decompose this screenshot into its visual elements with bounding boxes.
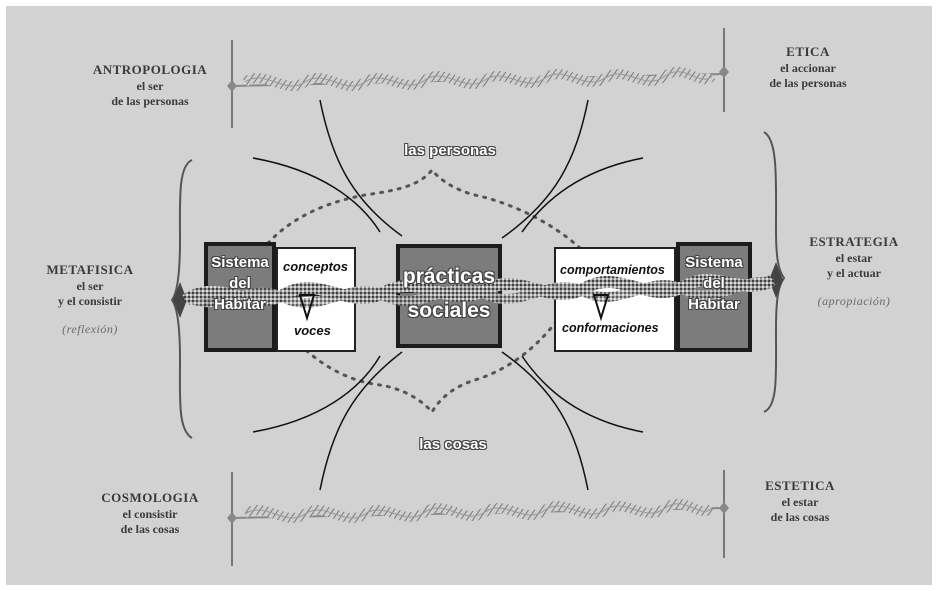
hyperbolic-curves <box>252 99 644 491</box>
bottom-rope <box>227 470 729 566</box>
right-side-label: ESTRATEGIA el estar y el actuar (apropia… <box>784 234 924 310</box>
left-system-line2: del <box>229 275 251 292</box>
top-right-label: ETICA el accionar de las personas <box>738 44 878 92</box>
center-label: prácticas sociales <box>400 260 498 328</box>
top-left-line1: el ser <box>136 78 164 93</box>
left-side-line1: el ser <box>76 278 104 293</box>
top-left-line2: de las personas <box>111 94 189 109</box>
central-rope <box>182 274 776 308</box>
right-bracket <box>763 131 786 413</box>
right-side-line1: el estar <box>835 250 873 265</box>
left-system-line3: Habitar <box>214 296 266 313</box>
left-side-paren: (reflexión) <box>62 322 118 337</box>
right-pair-bottom: conformaciones <box>562 321 659 335</box>
bottom-right-label: ESTETICA el estar de las cosas <box>730 478 870 526</box>
right-system-line3: Habitar <box>688 296 740 313</box>
bottom-right-line2: de las cosas <box>770 510 830 525</box>
bottom-label: las cosas <box>419 436 487 453</box>
right-diamond <box>769 262 783 298</box>
bottom-left-label: COSMOLOGIA el consistir de las cosas <box>80 490 220 538</box>
left-diamond <box>173 282 187 318</box>
right-system-line1: Sistema <box>685 254 743 271</box>
left-side-title: METAFISICA <box>46 262 134 277</box>
right-side-paren: (apropiación) <box>817 294 891 309</box>
left-system-label: Sistema del Habitar <box>208 252 272 315</box>
center-line1: prácticas <box>402 265 496 288</box>
bottom-right-title: ESTETICA <box>765 478 835 493</box>
left-system-line1: Sistema <box>211 254 269 271</box>
left-pair-top: conceptos <box>283 259 349 274</box>
bottom-left-line1: el consistir <box>122 506 178 521</box>
left-side-label: METAFISICA el ser y el consistir (reflex… <box>20 262 160 338</box>
left-pair-bottom: voces <box>294 323 331 338</box>
right-system-label: Sistema del Habitar <box>680 252 748 315</box>
right-pair-top: comportamientos <box>560 263 665 277</box>
left-side-line2: y el consistir <box>58 294 122 309</box>
top-label: las personas <box>404 142 496 159</box>
bottom-left-line2: de las cosas <box>120 522 180 537</box>
right-system-line2: del <box>703 275 725 292</box>
left-bracket <box>170 159 193 439</box>
center-line2: sociales <box>407 299 491 322</box>
top-right-line1: el accionar <box>780 60 836 75</box>
right-arrow-icon <box>592 294 610 322</box>
bottom-left-title: COSMOLOGIA <box>101 490 199 505</box>
right-side-title: ESTRATEGIA <box>809 234 899 249</box>
top-right-title: ETICA <box>786 44 830 59</box>
bottom-right-line1: el estar <box>781 494 819 509</box>
top-left-label: ANTROPOLOGIA el ser de las personas <box>80 62 220 110</box>
top-rope <box>227 28 729 128</box>
top-left-title: ANTROPOLOGIA <box>92 62 208 77</box>
top-right-line2: de las personas <box>769 76 847 91</box>
left-arrow-icon <box>298 294 316 322</box>
dotted-arch <box>250 167 594 415</box>
right-side-line2: y el actuar <box>827 266 881 281</box>
